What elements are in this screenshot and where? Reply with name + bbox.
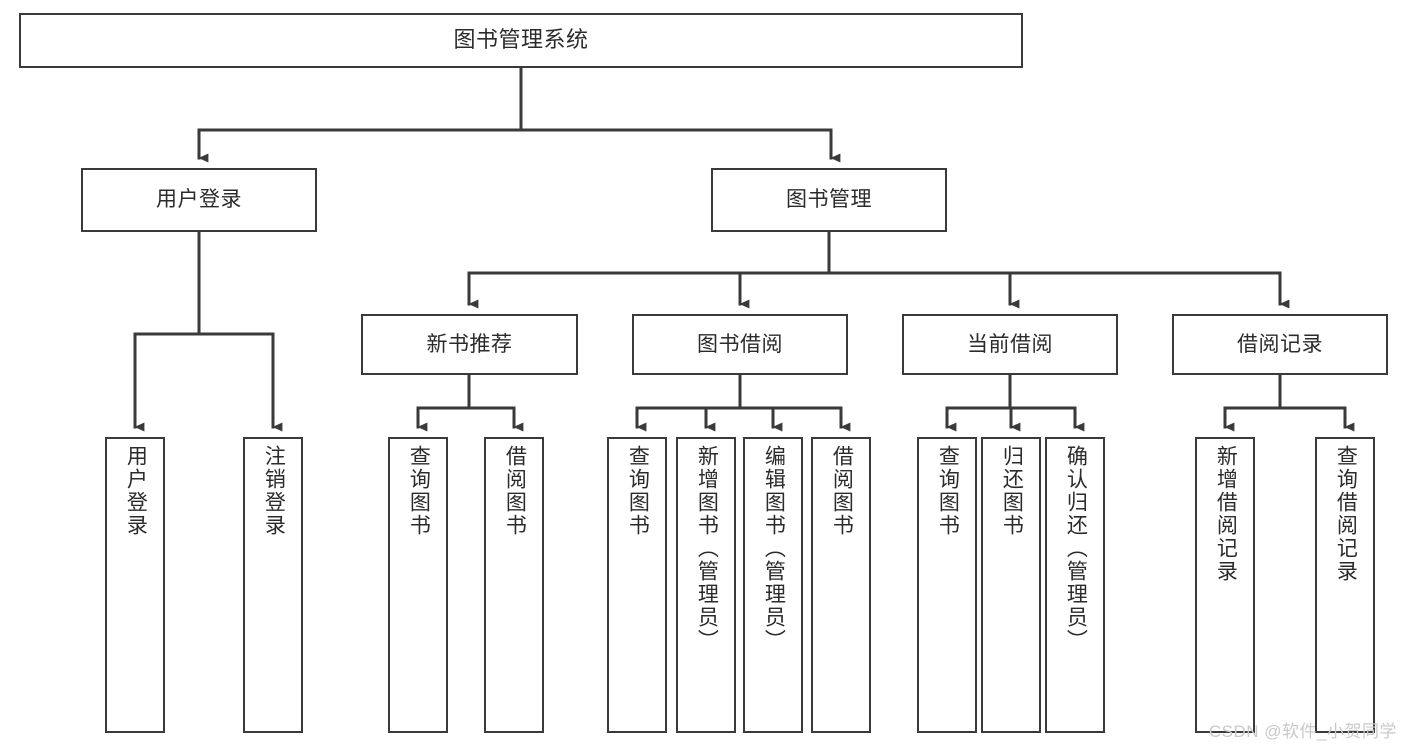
node-label: 确认归还（管理员） xyxy=(1064,445,1088,652)
connector-records-to-leaves xyxy=(1223,373,1355,432)
leaf-add-borrow-record[interactable]: 新增借阅记录 xyxy=(1195,437,1255,733)
connector-bookmgmt-to-level3 xyxy=(467,230,1290,309)
connector-newbook-to-leaves xyxy=(416,373,524,432)
leaf-add-book-admin[interactable]: 新增图书（管理员） xyxy=(676,437,736,733)
leaf-borrow-book-recommend[interactable]: 借阅图书 xyxy=(484,437,544,733)
leaf-edit-book-admin[interactable]: 编辑图书（管理员） xyxy=(743,437,803,733)
node-label: 归还图书 xyxy=(1000,445,1024,537)
leaf-query-book-recommend[interactable]: 查询图书 xyxy=(388,437,448,733)
connector-root-to-level2 xyxy=(197,66,841,163)
leaf-query-borrow-record[interactable]: 查询借阅记录 xyxy=(1315,437,1375,733)
node-label: 用户登录 xyxy=(156,188,242,212)
node-label: 图书管理 xyxy=(786,188,872,212)
node-label: 借阅图书 xyxy=(830,445,854,537)
leaf-query-book-current[interactable]: 查询图书 xyxy=(917,437,977,733)
connector-userlogin-to-leaves xyxy=(133,230,283,432)
leaf-user-login[interactable]: 用户登录 xyxy=(105,437,165,733)
node-label: 借阅图书 xyxy=(503,445,527,537)
node-label: 查询图书 xyxy=(936,445,960,537)
node-label: 图书借阅 xyxy=(697,332,783,356)
node-label: 用户登录 xyxy=(124,445,148,537)
connector-borrow-to-leaves xyxy=(635,373,851,432)
node-label: 图书管理系统 xyxy=(453,27,589,53)
node-current-borrow[interactable]: 当前借阅 xyxy=(902,314,1118,375)
csdn-watermark: CSDN @软件_小贺同学 xyxy=(1208,722,1397,741)
node-label: 查询借阅记录 xyxy=(1334,445,1358,583)
node-root-system[interactable]: 图书管理系统 xyxy=(19,13,1023,68)
node-label: 当前借阅 xyxy=(967,332,1053,356)
node-label: 借阅记录 xyxy=(1237,332,1323,356)
node-label: 查询图书 xyxy=(407,445,431,537)
node-user-login[interactable]: 用户登录 xyxy=(81,168,317,232)
leaf-return-book[interactable]: 归还图书 xyxy=(981,437,1041,733)
node-label: 新书推荐 xyxy=(426,332,513,356)
connector-current-to-leaves xyxy=(945,373,1085,432)
leaf-confirm-return-admin[interactable]: 确认归还（管理员） xyxy=(1045,437,1105,733)
node-book-borrow[interactable]: 图书借阅 xyxy=(632,314,848,375)
node-borrow-records[interactable]: 借阅记录 xyxy=(1172,314,1388,375)
leaf-borrow-book[interactable]: 借阅图书 xyxy=(811,437,871,733)
node-label: 新增借阅记录 xyxy=(1214,445,1238,583)
leaf-logout[interactable]: 注销登录 xyxy=(243,437,303,733)
leaf-query-book-borrow[interactable]: 查询图书 xyxy=(607,437,667,733)
node-label: 新增图书（管理员） xyxy=(695,445,719,652)
node-label: 查询图书 xyxy=(626,445,650,537)
node-book-management[interactable]: 图书管理 xyxy=(711,168,947,232)
node-label: 编辑图书（管理员） xyxy=(762,445,786,652)
node-label: 注销登录 xyxy=(262,445,286,537)
node-new-book-recommend[interactable]: 新书推荐 xyxy=(361,314,578,375)
